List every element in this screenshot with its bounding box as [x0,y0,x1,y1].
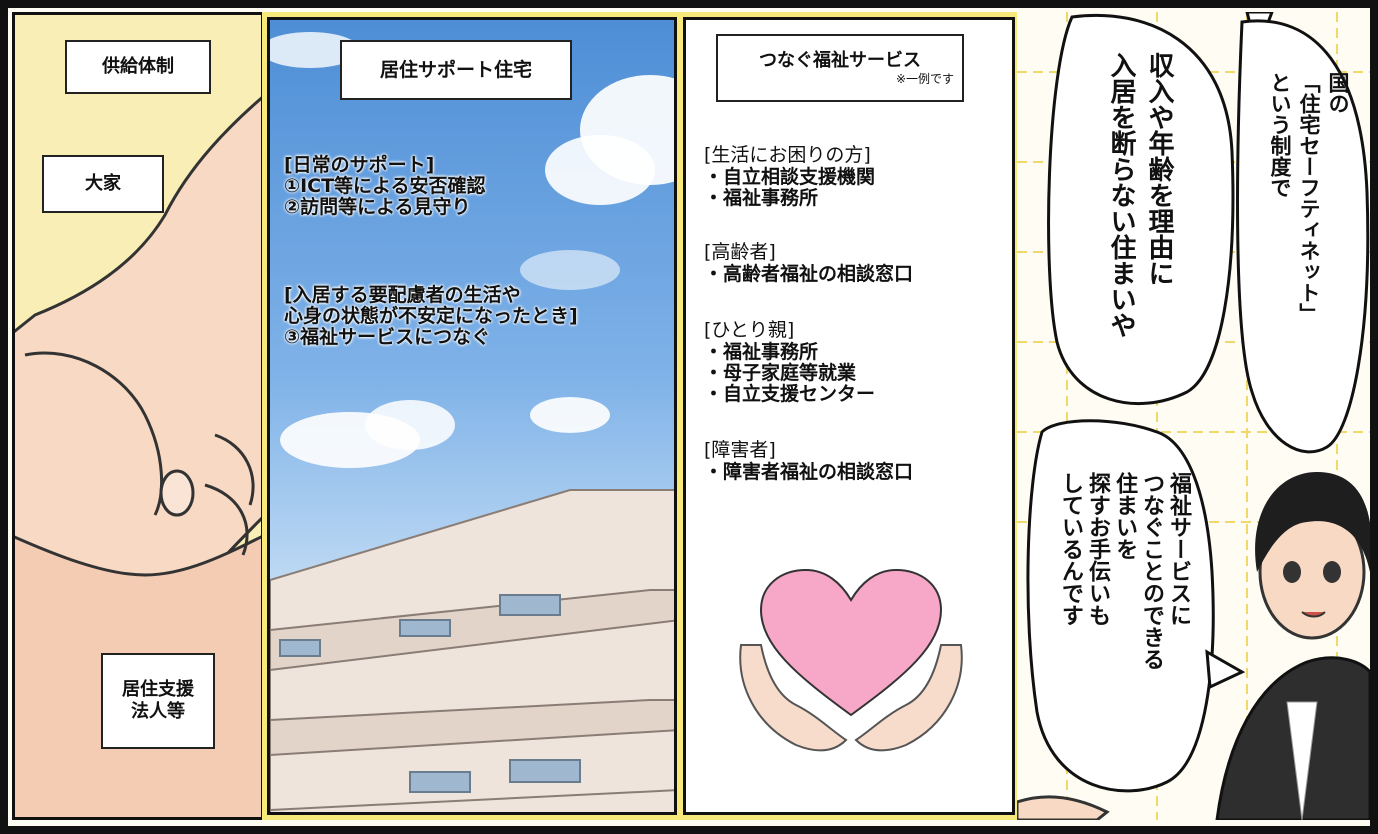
heart-hands-icon [739,568,963,752]
section-items-single-parent: ・福祉事務所 ・母子家庭等就業 ・自立支援センター [704,341,876,405]
label-landlord: 大家 [42,155,164,213]
section-heading-elderly: [高齢者] [704,241,776,263]
section-heading-single-parent: [ひとり親] [704,319,795,341]
panel-title-support-housing: 居住サポート住宅 [340,40,572,100]
welfare-note-text: ※一例です [895,71,954,86]
speaker-illustration [1017,12,1370,820]
section-heading-disabled: [障害者] [704,439,776,461]
label-supply-system: 供給体制 [65,40,211,94]
speech-bubble-housing: 収入や年齢を理由に 入居を断らない住まいや [1106,52,1174,338]
panel-support-housing: 居住サポート住宅 [日常のサポート] ①ICT等による安否確認 ②訪問等による見… [267,17,677,815]
unstable-support-text: [入居する要配慮者の生活や 心身の状態が不安定になったとき] ③福祉サービスにつ… [284,284,578,348]
panel-speaker: 国の 「住宅セーフティネット」 という制度で 収入や年齢を理由に 入居を断らない… [1017,12,1370,820]
panel-welfare-services: つなぐ福祉サービス ※一例です [生活にお困りの方] ・自立相談支援機関 ・福祉… [683,17,1015,815]
panel-title-welfare: つなぐ福祉サービス ※一例です [716,34,964,102]
panel-supply-system: 供給体制 大家 居住支援 法人等 [12,12,264,820]
speech-bubble-welfare: 福祉サービスに つなぐことのできる 住まいを 探すお手伝いも しているんです [1058,472,1191,670]
section-heading-life: [生活にお困りの方] [704,144,871,166]
label-support-corporation: 居住支援 法人等 [101,653,215,749]
speech-bubble-program: 国の 「住宅セーフティネット」 という制度で [1268,72,1350,324]
section-items-elderly: ・高齢者福祉の相談窓口 [704,263,914,285]
welfare-title-text: つなぐ福祉サービス [759,50,921,71]
section-items-life: ・自立相談支援機関 ・福祉事務所 [704,166,876,209]
section-items-disabled: ・障害者福祉の相談窓口 [704,461,914,483]
daily-support-text: [日常のサポート] ①ICT等による安否確認 ②訪問等による見守り [284,154,486,218]
sky-building-illustration [270,32,674,812]
